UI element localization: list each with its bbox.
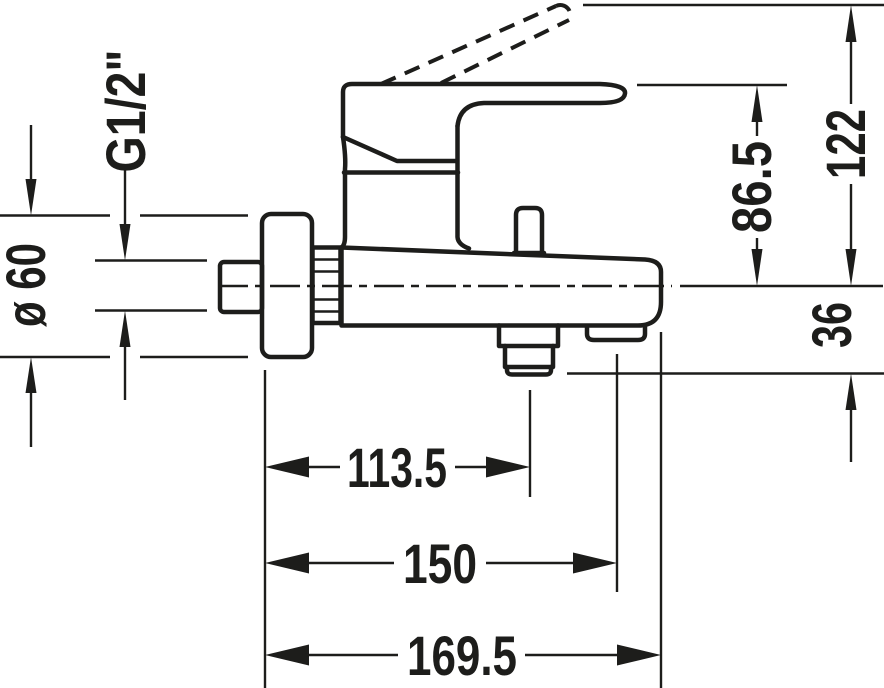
dim-label-axis-to-outlet-bottom: 36 [800, 302, 863, 348]
dim-flange-diameter: ø 60 [0, 125, 248, 447]
handshower-outlet [496, 323, 561, 377]
dim-axis-to-raised-lever-top: 122 [583, 3, 884, 286]
diverter-knob [511, 205, 547, 256]
dim-label-flange-diameter: ø 60 [0, 243, 57, 327]
dim-wall-to-handshower-outlet: 113.5 [265, 436, 530, 499]
dim-axis-to-lever-top: 86.5 [637, 83, 787, 286]
dim-label-wall-to-spout-end: 169.5 [407, 624, 517, 687]
dim-label-wall-to-handshower-outlet: 113.5 [347, 436, 447, 499]
faucet-outline [217, 81, 664, 377]
spout-body [339, 245, 664, 328]
dim-axis-to-outlet-bottom: 36 [567, 284, 884, 462]
aerator-outlet [584, 323, 648, 343]
dim-label-axis-to-raised-lever-top: 122 [814, 109, 877, 179]
dim-label-wall-to-spout-outlet: 150 [403, 532, 477, 595]
dim-wall-to-spout-outlet: 150 [265, 532, 617, 595]
dim-wall-to-spout-end: 169.5 [265, 624, 661, 687]
dim-g-thread: G1/2" [94, 49, 207, 400]
dim-label-axis-to-lever-top: 86.5 [720, 141, 783, 233]
dim-label-g-thread: G1/2" [94, 49, 157, 172]
bottom-extension-lines [263, 332, 663, 688]
phantom-raised-lever [380, 3, 573, 86]
cartridge-block [339, 123, 472, 251]
lever-handle [340, 81, 628, 140]
